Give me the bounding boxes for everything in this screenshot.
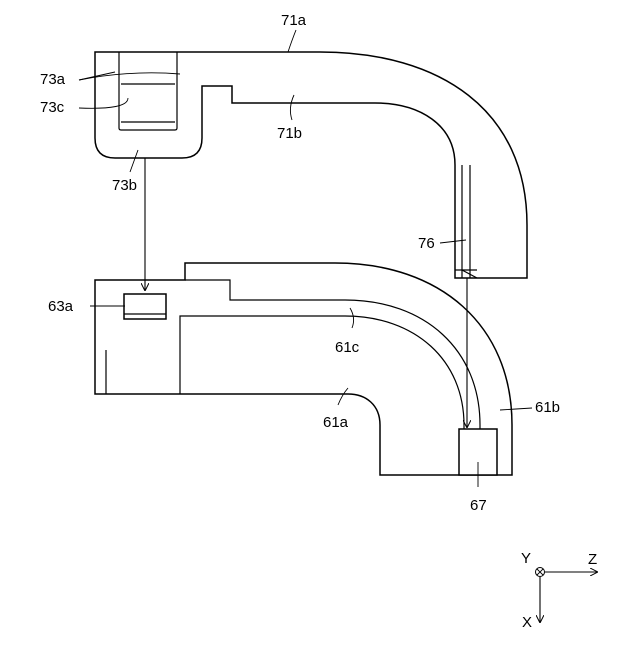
axis-label-y: Y [521,550,531,567]
axis-label-x: X [522,614,532,631]
label-61b: 61b [535,399,560,416]
axis-label-z: Z [588,551,597,568]
label-73a: 73a [40,71,66,88]
label-73b: 73b [112,177,137,194]
label-67: 67 [470,497,487,514]
leader-71a [288,30,296,52]
label-63a: 63a [48,298,74,315]
label-71b: 71b [277,125,302,142]
label-76: 76 [418,235,435,252]
label-61c: 61c [335,339,360,356]
axis-indicator: Y Z X [521,550,597,631]
label-71a: 71a [281,12,307,29]
label-73c: 73c [40,99,65,116]
block-63a [124,294,166,319]
label-61a: 61a [323,414,349,431]
